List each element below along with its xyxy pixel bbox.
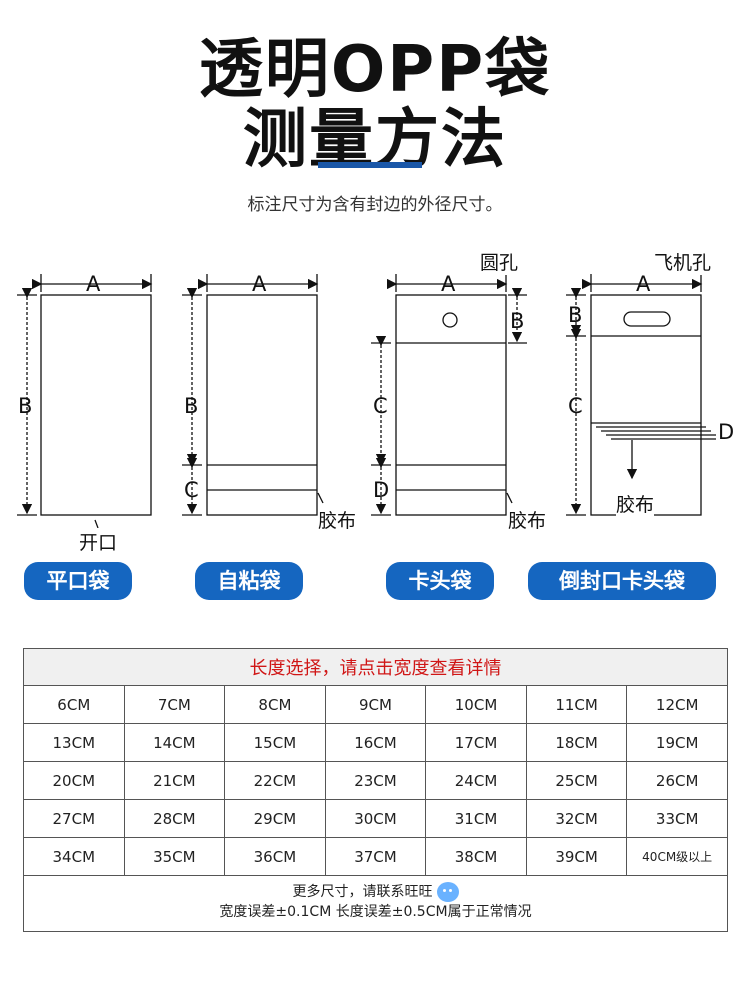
dim-d-label-4: D bbox=[718, 420, 735, 444]
table-row: 34CM 35CM 36CM 37CM 38CM 39CM 40CM级以上 bbox=[23, 837, 728, 876]
table-row: 20CM 21CM 22CM 23CM 24CM 25CM 26CM bbox=[23, 761, 728, 800]
header-bag-outline bbox=[395, 294, 507, 516]
dim-a-label-1: A bbox=[86, 272, 101, 296]
size-cell[interactable]: 12CM bbox=[626, 685, 728, 724]
tape-note-1: 胶布 bbox=[318, 506, 357, 533]
size-cell[interactable]: 9CM bbox=[324, 685, 427, 724]
tape-note-3: 胶布 bbox=[616, 490, 655, 517]
bag-type-flat: 平口袋 bbox=[24, 562, 132, 600]
size-cell[interactable]: 32CM bbox=[525, 799, 628, 838]
size-cell[interactable]: 25CM bbox=[525, 761, 628, 800]
dim-c-label-4: C bbox=[568, 394, 583, 418]
size-cell[interactable]: 15CM bbox=[224, 723, 326, 762]
size-cell[interactable]: 11CM bbox=[525, 685, 628, 724]
reverse-seal-bag-outline bbox=[590, 294, 702, 516]
table-row: 27CM 28CM 29CM 30CM 31CM 32CM 33CM bbox=[23, 799, 728, 838]
dim-b-label-1: B bbox=[18, 394, 33, 418]
size-cell[interactable]: 26CM bbox=[626, 761, 728, 800]
size-cell[interactable]: 16CM bbox=[324, 723, 427, 762]
dim-b-label-3: B bbox=[510, 309, 525, 333]
table-row: 6CM 7CM 8CM 9CM 10CM 11CM 12CM bbox=[23, 685, 728, 724]
size-cell[interactable]: 30CM bbox=[324, 799, 427, 838]
size-cell[interactable]: 7CM bbox=[123, 685, 226, 724]
wangwang-chat-icon[interactable] bbox=[436, 882, 459, 902]
size-cell[interactable]: 36CM bbox=[224, 837, 326, 876]
dim-b-label-4: B bbox=[568, 303, 583, 327]
size-cell[interactable]: 21CM bbox=[123, 761, 226, 800]
size-table-header: 长度选择，请点击宽度查看详情 bbox=[23, 648, 728, 686]
size-cell[interactable]: 20CM bbox=[23, 761, 125, 800]
size-cell[interactable]: 10CM bbox=[425, 685, 527, 724]
size-cell[interactable]: 23CM bbox=[324, 761, 427, 800]
view-details-link[interactable]: 查看详情 bbox=[429, 658, 502, 679]
header-prefix: 长度选择，请点击宽度 bbox=[249, 658, 430, 679]
bag-type-header: 卡头袋 bbox=[386, 562, 494, 600]
dim-b-label-2: B bbox=[184, 394, 199, 418]
adhesive-bag-outline bbox=[206, 294, 318, 516]
dim-a-label-4: A bbox=[636, 272, 651, 296]
size-cell[interactable]: 38CM bbox=[425, 837, 527, 876]
dim-c-label-3: C bbox=[373, 394, 388, 418]
plane-hole bbox=[623, 311, 671, 327]
size-table: 长度选择，请点击宽度查看详情 6CM 7CM 8CM 9CM 10CM 11CM… bbox=[23, 648, 728, 876]
size-cell[interactable]: 29CM bbox=[224, 799, 326, 838]
size-cell[interactable]: 22CM bbox=[224, 761, 326, 800]
opening-note: 开口 bbox=[79, 528, 118, 555]
round-hole-note: 圆孔 bbox=[480, 248, 519, 275]
size-cell[interactable]: 18CM bbox=[525, 723, 628, 762]
size-cell[interactable]: 33CM bbox=[626, 799, 728, 838]
size-cell[interactable]: 6CM bbox=[23, 685, 125, 724]
size-cell[interactable]: 34CM bbox=[23, 837, 125, 876]
size-cell[interactable]: 28CM bbox=[123, 799, 226, 838]
size-cell[interactable]: 19CM bbox=[626, 723, 728, 762]
size-cell[interactable]: 39CM bbox=[525, 837, 628, 876]
flat-bag-outline bbox=[40, 294, 152, 516]
title-underline bbox=[318, 162, 422, 168]
size-cell[interactable]: 27CM bbox=[23, 799, 125, 838]
bag-measurement-diagram bbox=[17, 274, 716, 529]
dim-a-label-2: A bbox=[252, 272, 267, 296]
dim-a-label-3: A bbox=[441, 272, 456, 296]
contact-note: 更多尺寸，请联系旺旺 bbox=[292, 884, 433, 900]
size-cell[interactable]: 17CM bbox=[425, 723, 527, 762]
table-row: 13CM 14CM 15CM 16CM 17CM 18CM 19CM bbox=[23, 723, 728, 762]
round-hole bbox=[442, 312, 458, 328]
page-title-line1: 透明OPP袋 bbox=[198, 33, 552, 107]
size-cell[interactable]: 37CM bbox=[324, 837, 427, 876]
size-cell[interactable]: 13CM bbox=[23, 723, 125, 762]
plane-hole-note: 飞机孔 bbox=[654, 248, 712, 275]
size-cell[interactable]: 40CM级以上 bbox=[626, 837, 728, 876]
dim-d-label-3: D bbox=[373, 478, 390, 502]
size-cell[interactable]: 31CM bbox=[425, 799, 527, 838]
bag-type-reverse-header: 倒封口卡头袋 bbox=[528, 562, 716, 600]
size-cell[interactable]: 14CM bbox=[123, 723, 226, 762]
size-cell[interactable]: 35CM bbox=[123, 837, 226, 876]
size-cell[interactable]: 8CM bbox=[224, 685, 326, 724]
bag-type-adhesive: 自粘袋 bbox=[195, 562, 303, 600]
tape-note-2: 胶布 bbox=[508, 506, 547, 533]
dim-c-label-2: C bbox=[184, 478, 199, 502]
size-cell[interactable]: 24CM bbox=[425, 761, 527, 800]
subtitle: 标注尺寸为含有封边的外径尺寸。 bbox=[247, 195, 503, 215]
tolerance-note: 宽度误差±0.1CM 长度误差±0.5CM属于正常情况 bbox=[219, 904, 532, 920]
size-table-footer: 更多尺寸，请联系旺旺 宽度误差±0.1CM 长度误差±0.5CM属于正常情况 bbox=[23, 876, 728, 932]
